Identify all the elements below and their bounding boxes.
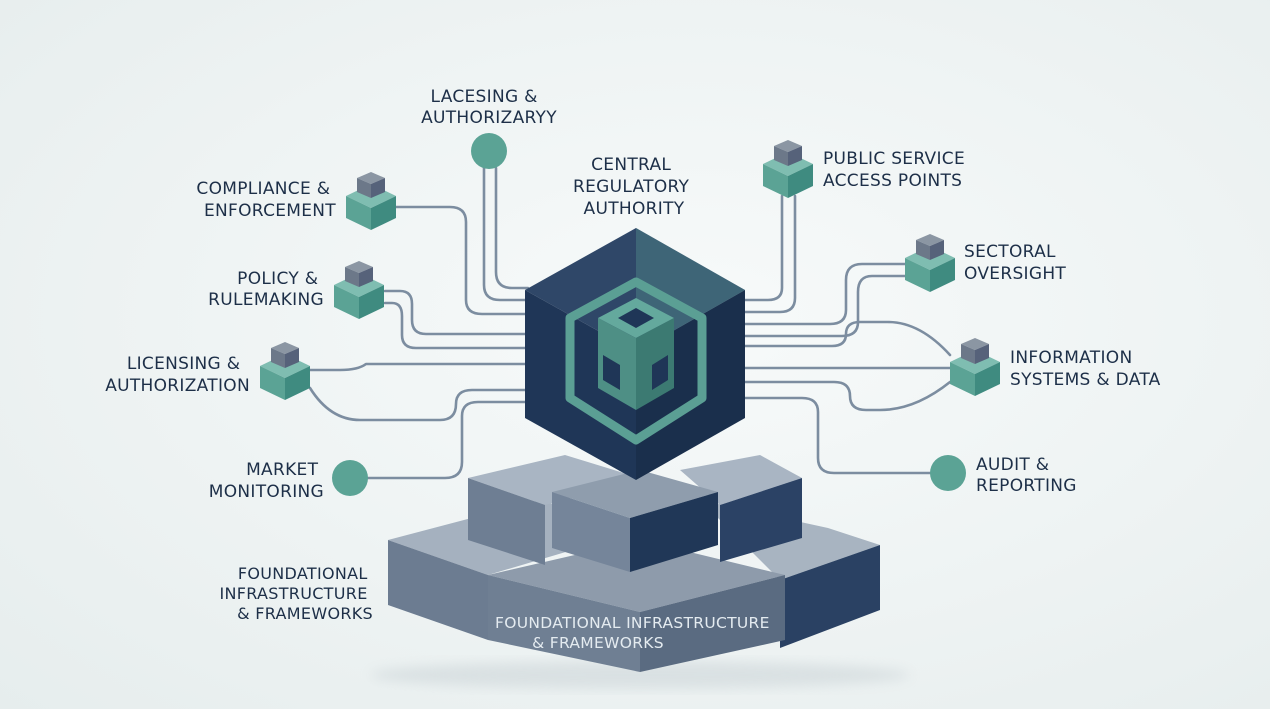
wire-market [366,400,530,480]
market-node-circle-icon [332,460,368,496]
audit-node-circle-icon [930,455,966,491]
label-sectoral: SECTORAL OVERSIGHT [964,242,1066,284]
label-policy: POLICY & RULEMAKING [208,269,324,310]
block-front-top [488,540,785,612]
wire-information-a [740,320,952,357]
foundation-blocks [388,455,880,672]
wire-information-c [740,380,952,412]
label-public-service: PUBLIC SERVICE ACCESS POINTS [823,149,971,191]
connector-wires [308,166,952,480]
central-cube [525,228,745,480]
block-uc-left [552,492,630,572]
wire-public-b [740,194,784,302]
compliance-cube-icon [346,172,396,230]
wire-audit [740,396,934,475]
block-bl-left [388,540,488,640]
wire-sectoral-b [740,274,907,338]
wire-policy-a [383,289,530,336]
block-ul-top [468,455,640,505]
information-cube-icon [950,338,1000,396]
block-front-left [488,575,640,672]
node-icons [260,140,1000,400]
block-uc-top [552,470,718,518]
policy-cube-icon [334,261,384,319]
inner-cube-window-left [603,355,620,390]
block-uc-right [630,492,718,572]
label-compliance: COMPLIANCE & ENFORCEMENT [196,179,336,221]
label-market: MARKET MONITORING [209,460,324,502]
cube-inner-frame [565,277,707,445]
wire-top-a [482,166,530,302]
label-foundation-side: FOUNDATIONAL INFRASTRUCTURE & FRAMEWORKS [219,564,373,623]
block-front-right [640,575,785,672]
licensing-cube-icon [260,342,310,400]
block-ur-right [720,478,802,562]
top-node-circle-icon [471,133,507,169]
wire-top-b [494,166,530,290]
inner-cube-window-right [652,355,668,390]
wire-licensing-b [308,386,530,422]
sectoral-cube-icon [905,234,955,292]
wire-licensing-a [308,362,530,372]
wire-public-a [740,194,797,314]
block-ul-left [468,478,545,565]
label-information: INFORMATION SYSTEMS & DATA [1010,348,1161,390]
inner-cube-hole [618,308,654,328]
block-br-right [780,545,880,648]
public-service-cube-icon [763,140,813,198]
wire-compliance [394,205,530,316]
label-foundation-front: FOUNDATIONAL INFRASTRUCTURE & FRAMEWORKS [495,614,775,652]
wire-policy-b [383,301,530,350]
label-licensing: LICENSING & AUTHORIZATION [105,354,250,396]
cube-top [525,228,745,352]
wire-sectoral-a [740,262,907,326]
label-top: LACESING & AUTHORIZARYY [421,87,557,128]
label-central-authority: CENTRAL REGULATORY AUTHORITY [573,155,695,219]
label-audit: AUDIT & REPORTING [976,455,1077,496]
ground-shadow [370,661,910,689]
